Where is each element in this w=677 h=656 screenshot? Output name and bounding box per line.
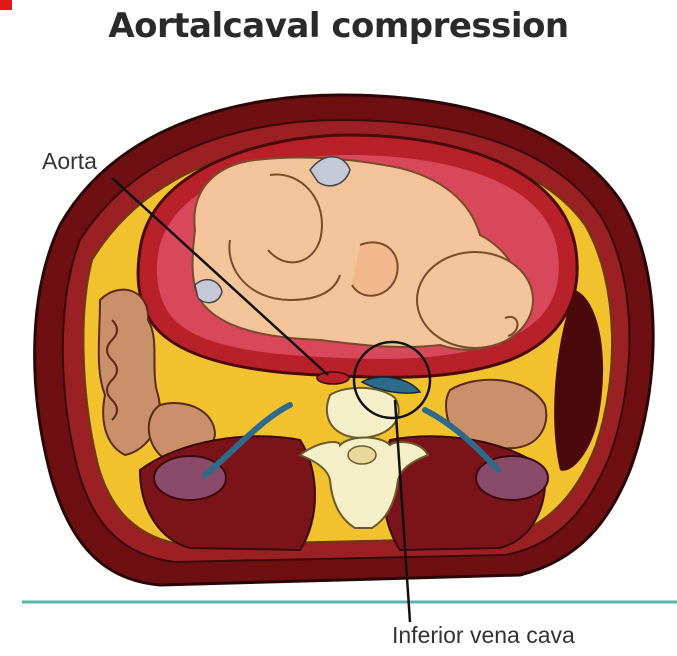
aorta-vessel [317, 372, 349, 384]
aorta-label: Aorta [42, 148, 97, 175]
vertebral-body [327, 388, 399, 438]
fetus-head [417, 252, 533, 348]
umbilical-cord-lower [195, 280, 222, 303]
right-kidney [476, 456, 548, 500]
spinal-canal [348, 446, 376, 464]
inferior-vena-cava-label: Inferior vena cava [392, 622, 575, 649]
